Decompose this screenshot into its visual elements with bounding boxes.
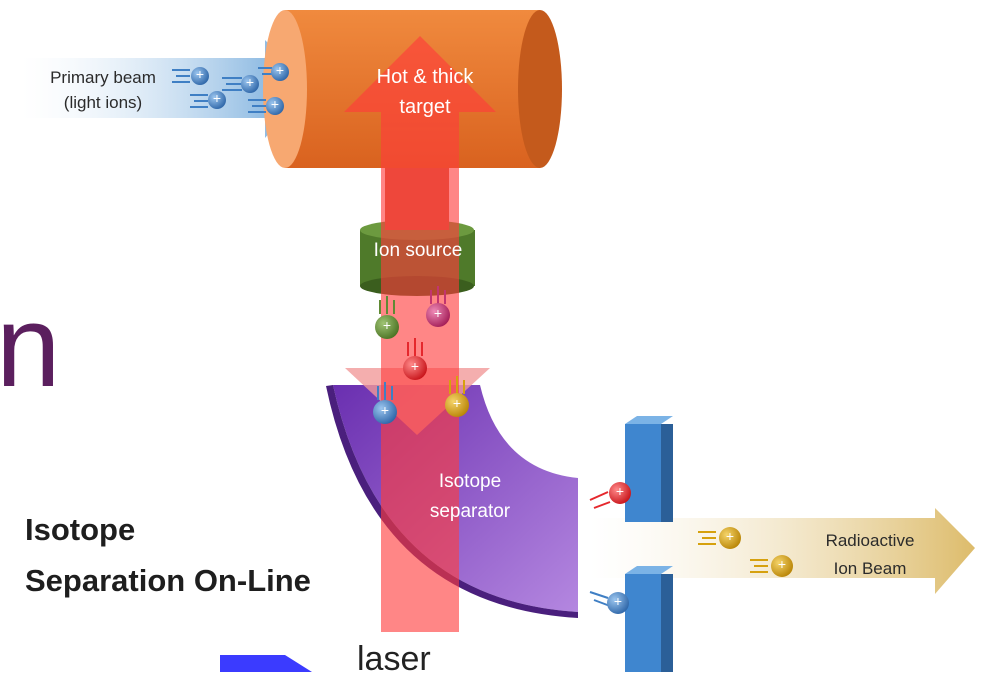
ion-red-center [403,338,427,380]
radioactive-beam-arrow [590,508,975,594]
primary-beam-label: Primary beam (light ions) [28,65,178,115]
ion-plus-magenta: + [433,305,443,321]
target-line1: Hot & thick [376,66,474,88]
ion-blue-center [373,382,397,424]
ion-primary-2 [222,75,259,93]
ion-magenta [426,286,450,327]
radioactive-line2: Ion Beam [833,559,907,578]
ion-primary-5 [248,97,284,115]
laser-source-shape [220,655,312,672]
ion-plus-blue: + [380,402,390,418]
separator-line2: separator [429,501,511,522]
ion-primary-4 [190,91,226,109]
ion-plus-yellow: + [452,395,462,411]
partial-glyph-n: n [0,281,61,411]
title-line2: Separation On-Line [25,563,311,598]
primary-beam-line2: (light ions) [63,93,143,112]
ion-plus-p1: + [195,66,205,82]
ion-plus-yellow-1: + [725,528,735,544]
ion-plus-p5: + [270,96,280,112]
ion-plus-red: + [410,358,420,374]
ion-primary-3 [258,63,289,81]
ion-green [375,296,399,339]
ion-yellow-output-2 [750,555,793,577]
radioactive-line1: Radioactive [825,531,915,550]
ion-plus-green: + [382,317,392,333]
ions [172,63,793,614]
title-line1: Isotope [25,512,136,547]
ion-plus-p2: + [245,74,255,90]
ion-plus-p3: + [275,62,285,78]
ion-blue-deflected [589,591,629,614]
ion-plus-blue-deflected: + [613,593,623,609]
ion-plus-yellow-2: + [777,556,787,572]
separator-label: Isotope separator [415,467,525,527]
target-line2: target [399,96,451,118]
electrode-plates [625,416,673,672]
target-label: Hot & thick target [345,62,505,122]
ion-source-label: Ion source [373,240,463,261]
laser-label: laser [357,640,431,678]
ion-primary-1 [172,67,209,85]
ion-yellow-center [445,376,469,417]
ion-yellow-output-1 [698,527,741,549]
ion-red-deflected [589,482,631,509]
separator-line1: Isotope [438,471,502,492]
ion-plus-red-deflected: + [615,483,625,499]
primary-beam-line1: Primary beam [50,68,156,87]
ion-plus-p4: + [212,90,222,106]
primary-beam-arrow [22,40,310,138]
radioactive-beam-label: Radioactive Ion Beam [815,527,925,583]
